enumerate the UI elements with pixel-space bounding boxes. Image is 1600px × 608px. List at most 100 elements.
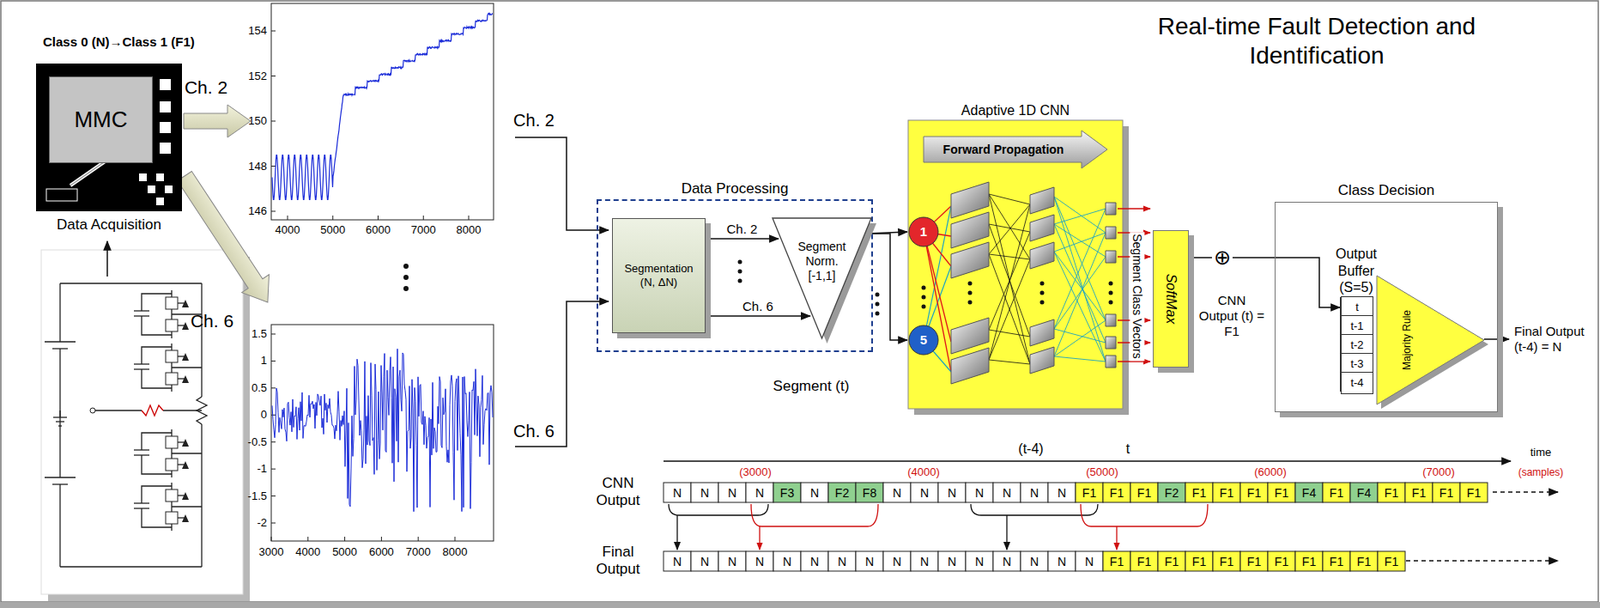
sequence-cell [1322,482,1351,503]
mmc-schematic [165,489,178,502]
axis-tick-label: 4000 [295,545,321,559]
mmc-schematic [133,309,150,311]
mmc-schematic [59,484,61,567]
device-box-shape [159,121,171,134]
sequence-cell-label: F1 [1219,553,1234,569]
mmc-schematic [165,319,178,332]
ellipsis-dots [738,278,743,284]
mmc-schematic [44,340,76,342]
cnn-box-shape [988,224,1031,337]
cnn-box-shape [1105,336,1116,349]
input-neuron: 1 [908,216,940,248]
sequence-cell-label: N [865,553,874,569]
sequence-cell [1075,482,1104,503]
ellipsis-dots [738,269,743,274]
ellipsis-dots [403,285,409,291]
time-axis [663,460,1511,462]
signal-chart [418,536,419,541]
sequence-cell-label: N [975,553,984,569]
cnn-box: Adaptive 1D CNNForward Propagation15 [908,120,1123,409]
sequence-cell-label: N [672,553,682,569]
channel-block-arrow [170,167,282,312]
annotation-label: t [1126,440,1130,457]
ellipsis-dots [403,263,409,269]
sample-index-label: (5000) [1085,465,1119,479]
signal-chart [271,165,276,167]
signal-chart [271,324,494,541]
cnn-box-shape [1054,208,1106,329]
sequence-cell-label: F8 [862,484,877,500]
node-heading: Adaptive 1D CNN [961,102,1070,119]
cnn-box-shape [1030,346,1055,374]
signal-chart [271,333,276,334]
sequence-cell-label: N [1002,484,1012,500]
mmc-schematic [58,424,62,426]
acquisition-arrow [106,241,109,277]
cnn-box-shape [988,359,1031,364]
cnn-box-shape [1054,356,1106,362]
axis-tick-label: 5000 [320,223,346,237]
input-neuron-shape [909,325,939,355]
axis-tick-label: 152 [248,69,267,84]
signal-chart [271,211,276,213]
input-wire [515,137,609,231]
cnn-box-shape [951,181,989,219]
cnn-box-shape [1054,232,1106,252]
sequence-cell [773,482,801,503]
sequence-cell-label: N [1030,484,1039,500]
annotation-label: CNN Output (t) = F1 [1198,292,1266,340]
node-text: SoftMax [1162,273,1179,325]
channel-block-arrow [183,104,251,138]
sequence-cell-label: N [672,484,682,500]
cnn-box-shape [1040,300,1045,305]
mmc-schematic [171,366,202,368]
node-text: Segment Norm. [-1,1] [792,239,853,283]
majority-triangle-shape [1376,275,1485,405]
sequence-cell [1185,482,1213,503]
cnn-box-shape [1030,187,1055,214]
axis-tick-label: 6000 [369,545,394,559]
node-heading: Data Acquisition [56,216,162,234]
device-box-shape [159,78,171,91]
cnn-box-shape [1054,196,1106,362]
sample-index-label: (3000) [739,465,772,479]
axis-tick-label: -1.5 [248,489,267,504]
time-axis [663,460,1511,462]
mmc-schematic [133,363,150,364]
sequence-cell-label: N [947,553,957,569]
signal-chart [287,215,289,220]
sequence-cell [1212,482,1241,503]
mmc-schematic [141,485,172,504]
node-text: Segmentation (N, ΔN) [618,261,701,289]
signal-chart [271,3,494,220]
cnn-box-shape [968,290,973,296]
sequence-cell-label: N [782,553,792,569]
device-box-shape [164,185,173,194]
mmc-schematic [59,283,61,342]
cnn-box-shape [1054,224,1106,343]
final-output-arrow [1484,338,1510,340]
sequence-cell [1212,551,1241,571]
signal-chart [332,215,334,220]
sequence-cell [938,482,966,503]
axis-tick-label: 5000 [332,545,358,559]
sequence-cell-label: F1 [1137,553,1152,569]
signal-chart [271,3,494,541]
sequence-cell [745,482,774,503]
cnn-box-shape [1109,300,1114,305]
cnn-box-shape [921,285,927,291]
sequence-cell-label: F3 [780,484,794,500]
annotation-label: Segment Class Vectors [1130,231,1146,361]
annotation-label: time [1530,445,1552,460]
axis-tick-label: 1 [260,354,267,369]
node-text: Forward Propagation [943,142,1065,158]
signal-chart [271,441,276,443]
sequence-cell-label: F1 [1329,484,1344,500]
cnn-box-shape [1054,196,1106,321]
mmc-schematic [177,494,186,496]
sequence-cell [965,482,994,503]
mmc-schematic [44,476,76,478]
mmc-schematic [177,377,186,379]
propagation-arrow-shape [923,130,1108,169]
